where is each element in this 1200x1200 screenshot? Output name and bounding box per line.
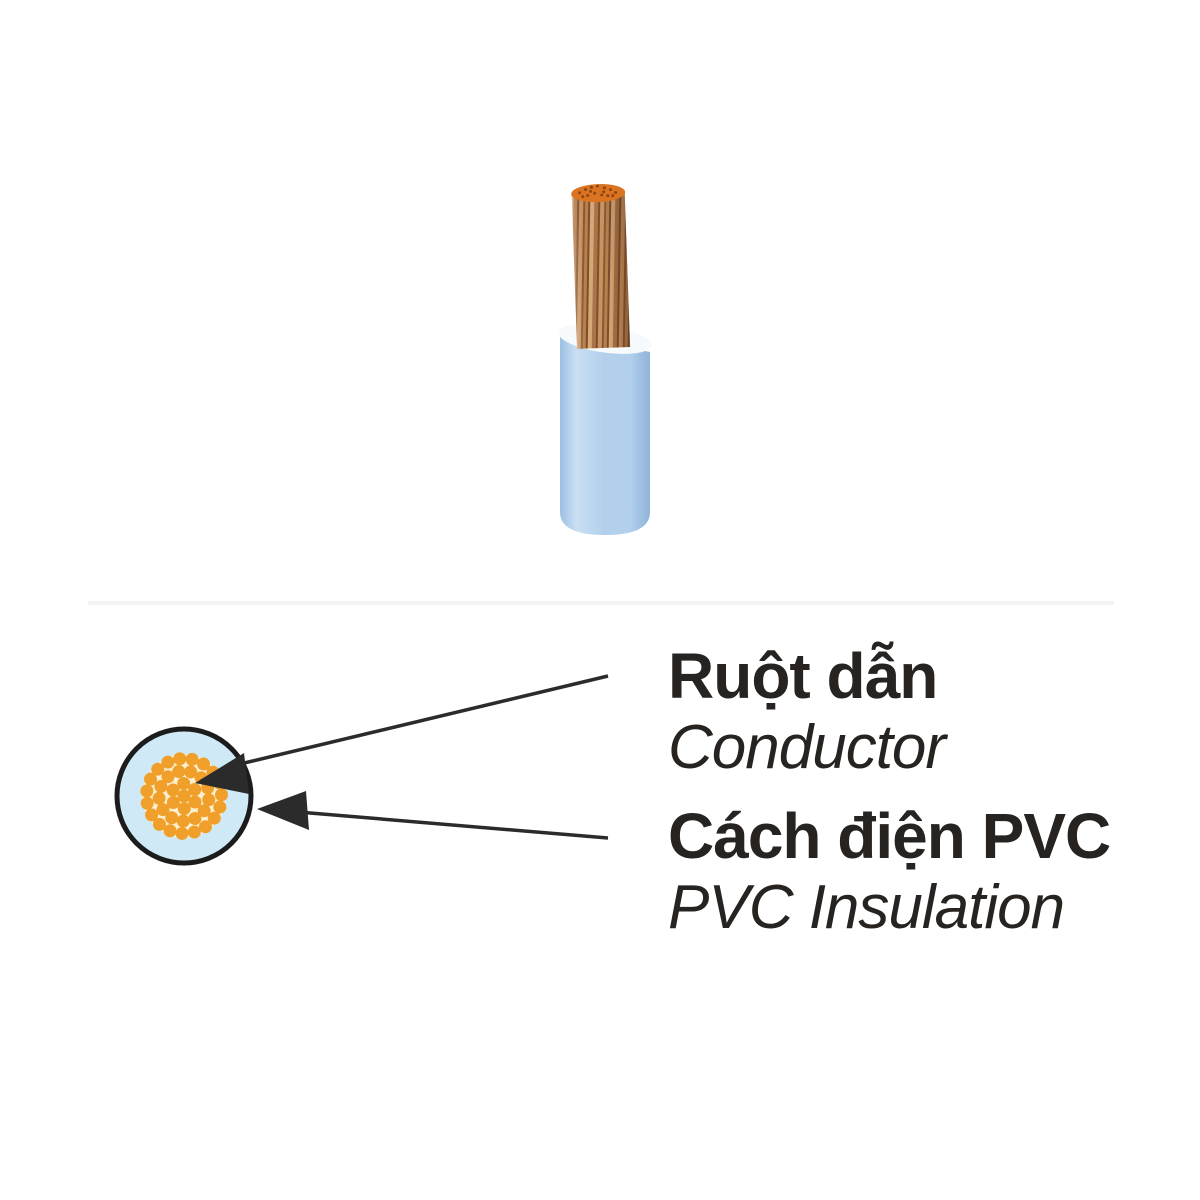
insulation-arrow-line: [297, 810, 609, 840]
conductor-strand-dot: [177, 789, 191, 803]
conductor-strand-dot: [207, 811, 221, 825]
conductor-strand-dot: [177, 777, 191, 790]
conductor-strand-dot: [166, 796, 180, 809]
conductor-strand-dot: [166, 783, 180, 797]
conductor-strand-dot: [188, 811, 202, 825]
conductor-strand-dot: [213, 800, 227, 814]
conductor-strand-dot: [198, 820, 212, 834]
conductor-strand-dot: [185, 752, 199, 766]
conductor-strand-dot: [173, 752, 187, 766]
conductor-strand-dot: [151, 762, 165, 776]
photo-copper-speckles: [578, 184, 618, 199]
conductor-strand-dot: [188, 783, 202, 796]
conductor-strand-dot: [154, 779, 168, 793]
label-conductor-subtitle: Conductor: [668, 713, 946, 782]
cross-section: [114, 726, 254, 866]
photo-insulation-body: [560, 334, 650, 535]
conductor-arrow-line: [239, 674, 609, 766]
conductor-strand-dot: [152, 817, 166, 831]
conductor-arrow-head: [195, 753, 249, 794]
conductor-strand-dot: [161, 770, 175, 784]
conductor-strand-dot: [214, 788, 228, 802]
conductor-strand-dot: [176, 814, 190, 828]
label-insulation: Cách điện PVC PVC Insulation: [668, 800, 1111, 944]
label-insulation-subtitle: PVC Insulation: [668, 873, 1065, 942]
conductor-strand-dot: [197, 804, 211, 818]
conductor-strand-dot: [140, 796, 154, 810]
conductor-strand-dot: [175, 826, 189, 840]
conductor-strand-dot: [177, 802, 191, 815]
wire-photo: [558, 184, 652, 535]
conductor-strand-dot: [161, 755, 175, 769]
conductor-strand-dot: [165, 811, 179, 825]
label-conductor: Ruột dẫn Conductor: [668, 640, 946, 784]
conductor-strand-dot: [202, 793, 216, 807]
photo-copper-strands: [571, 184, 631, 349]
label-conductor-title: Ruột dẫn: [668, 640, 938, 712]
callout-arrows: [195, 674, 609, 840]
conductor-strand-dot: [156, 803, 170, 817]
conductor-strand-dot: [188, 795, 202, 809]
label-insulation-title: Cách điện PVC: [668, 800, 1111, 872]
conductor-strand-dot: [140, 784, 154, 798]
conductor-strand-dot: [143, 772, 157, 786]
conductor-strand-dot: [187, 825, 201, 839]
conductor-strand-dot: [163, 824, 177, 838]
conductor-strand-dot: [197, 757, 211, 771]
section-divider: [88, 601, 1114, 605]
conductor-strand-dot: [145, 808, 159, 822]
photo-copper-shading: [571, 191, 631, 349]
conductor-strand-dot: [184, 765, 198, 779]
conductor-strand-dot: [152, 791, 166, 805]
insulation-arrow-head: [257, 791, 309, 830]
conductor-strand-dot: [172, 765, 186, 779]
